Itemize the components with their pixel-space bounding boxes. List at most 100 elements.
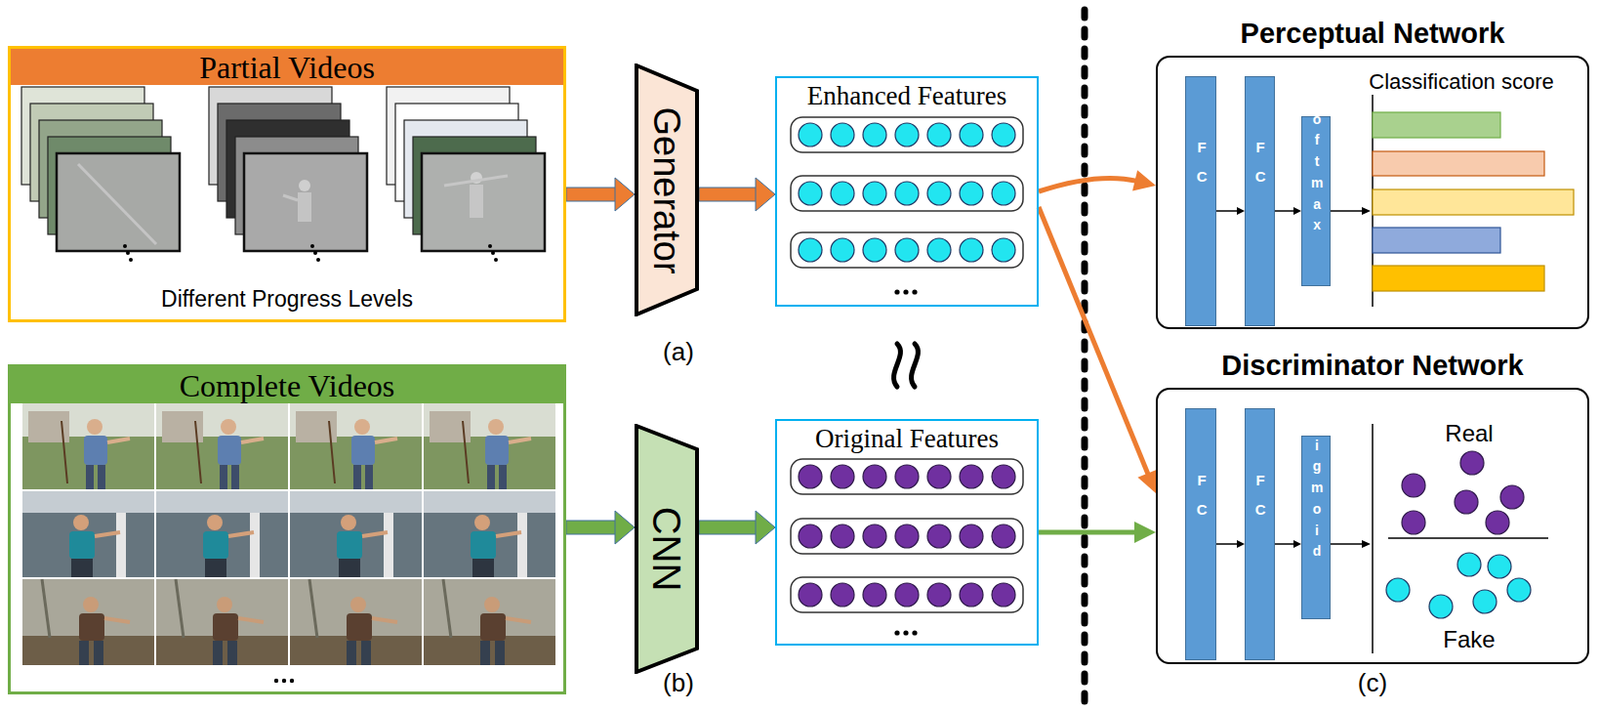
complete-frame-grid	[22, 403, 556, 665]
score-bars	[1372, 151, 1545, 176]
ellipsis-dots	[894, 288, 917, 635]
ellipsis-dots	[282, 678, 287, 683]
ellipsis-dots	[902, 629, 908, 635]
complete-frame-grid	[156, 578, 288, 665]
ellipsis-dots	[911, 288, 917, 294]
partial-frame-stack	[421, 153, 545, 251]
complete-frame-grid	[423, 578, 556, 665]
arrow-connector	[1038, 177, 1138, 192]
real-fake-plot	[1457, 552, 1481, 576]
arrow-connector	[698, 187, 757, 202]
header-band: Complete Videos	[10, 367, 564, 404]
arrow-connector	[755, 177, 776, 211]
real-fake-plot	[1386, 552, 1531, 618]
ellipsis-dots	[274, 678, 294, 683]
node-caption: Different Progress Levels	[161, 286, 413, 312]
arrow-connector	[1038, 206, 1149, 476]
ellipsis-dots	[488, 244, 493, 248]
ellipsis-dots	[316, 257, 321, 262]
annotation-label: (c)	[1357, 668, 1388, 698]
sigmoid-layer: sigmoid	[1301, 435, 1331, 619]
complete-frame-grid	[423, 491, 556, 577]
real-fake-plot	[1401, 451, 1524, 534]
annotation-label: Fake	[1442, 625, 1495, 654]
arrow-connector	[1038, 206, 1158, 493]
real-fake-plot	[1386, 577, 1410, 602]
real-fake-plot	[1485, 510, 1510, 534]
ellipsis-dots	[274, 678, 279, 683]
video-panel: Partial VideosDifferent Progress Levels	[7, 45, 567, 323]
annotation-label: Classification score	[1368, 69, 1555, 94]
arrow-connector	[1216, 539, 1245, 548]
ellipsis-dots	[123, 244, 127, 248]
feature-vectors	[790, 117, 1024, 613]
arrow-connector	[566, 510, 635, 544]
complete-frame-grid	[423, 403, 556, 490]
partial-frame-stack	[56, 153, 180, 251]
node-title: sigmoid	[1304, 413, 1330, 563]
score-bars	[1372, 112, 1501, 138]
divider-line	[1081, 9, 1089, 703]
real-fake-plot	[1329, 542, 1363, 545]
ellipsis-dots	[491, 250, 495, 255]
partial-frame-stack	[298, 179, 311, 192]
real-fake-plot	[1329, 423, 1549, 654]
node-title: Original Features	[815, 423, 999, 454]
ellipsis-dots	[493, 257, 498, 262]
arrow-connector	[1274, 539, 1302, 548]
node-title: FC	[1188, 132, 1216, 192]
approx-symbol	[894, 343, 919, 387]
approx-symbol	[894, 343, 902, 387]
arrow-connector	[1274, 542, 1295, 545]
real-fake-plot	[1500, 485, 1524, 509]
score-bars	[1361, 206, 1371, 215]
real-fake-plot	[1429, 594, 1453, 618]
annotation-label: Real	[1444, 419, 1493, 448]
node-title: Generator	[648, 106, 686, 274]
feature-vectors	[790, 518, 1024, 554]
network-panel: Perceptual NetworkFCFCsoftmax	[1155, 55, 1590, 329]
video-panel: Complete Videos	[7, 364, 567, 695]
score-bars	[1372, 189, 1574, 215]
network-panel: Discriminator NetworkFCFCsigmoid	[1155, 387, 1590, 664]
real-fake-plot	[1460, 451, 1484, 475]
arrow-connector	[698, 520, 757, 534]
arrow-connector	[1274, 206, 1302, 215]
arrow-connector	[1132, 169, 1156, 191]
node-title: Enhanced Features	[807, 81, 1008, 112]
arrow-connector	[566, 177, 635, 211]
real-fake-plot	[1401, 473, 1426, 497]
ellipsis-dots	[128, 257, 133, 262]
complete-frame-grid	[156, 491, 288, 577]
arrow-connector	[566, 187, 616, 202]
partial-frame-stack	[283, 195, 298, 201]
arrow-connector	[1216, 542, 1238, 545]
node-title: Complete Videos	[179, 369, 396, 402]
fc-layer: FC	[1244, 76, 1275, 327]
node-title: CNN	[647, 506, 687, 592]
complete-frame-grid	[289, 491, 422, 577]
feature-vectors	[790, 232, 1024, 268]
complete-frame-grid	[22, 491, 155, 577]
trapezoid-shape	[636, 425, 698, 672]
real-fake-plot	[1401, 510, 1426, 534]
partial-frame-stack	[469, 184, 484, 218]
complete-frame-grid	[289, 403, 422, 490]
arrow-connector	[1216, 209, 1238, 212]
real-fake-plot	[1487, 554, 1512, 578]
node-title: FC	[1246, 465, 1274, 525]
node-title: FC	[1246, 132, 1274, 192]
arrow-connector	[1236, 206, 1245, 215]
real-fake-plot	[1361, 539, 1371, 548]
arrow-connector	[1236, 539, 1245, 548]
node-title: FC	[1188, 465, 1216, 525]
annotation-label: (b)	[662, 668, 695, 698]
arrow-connector	[566, 520, 616, 534]
fc-layer: FC	[1185, 76, 1217, 327]
feature-box: Enhanced Features	[775, 76, 1039, 307]
ellipsis-dots	[123, 244, 498, 262]
feature-vectors	[790, 458, 1024, 494]
